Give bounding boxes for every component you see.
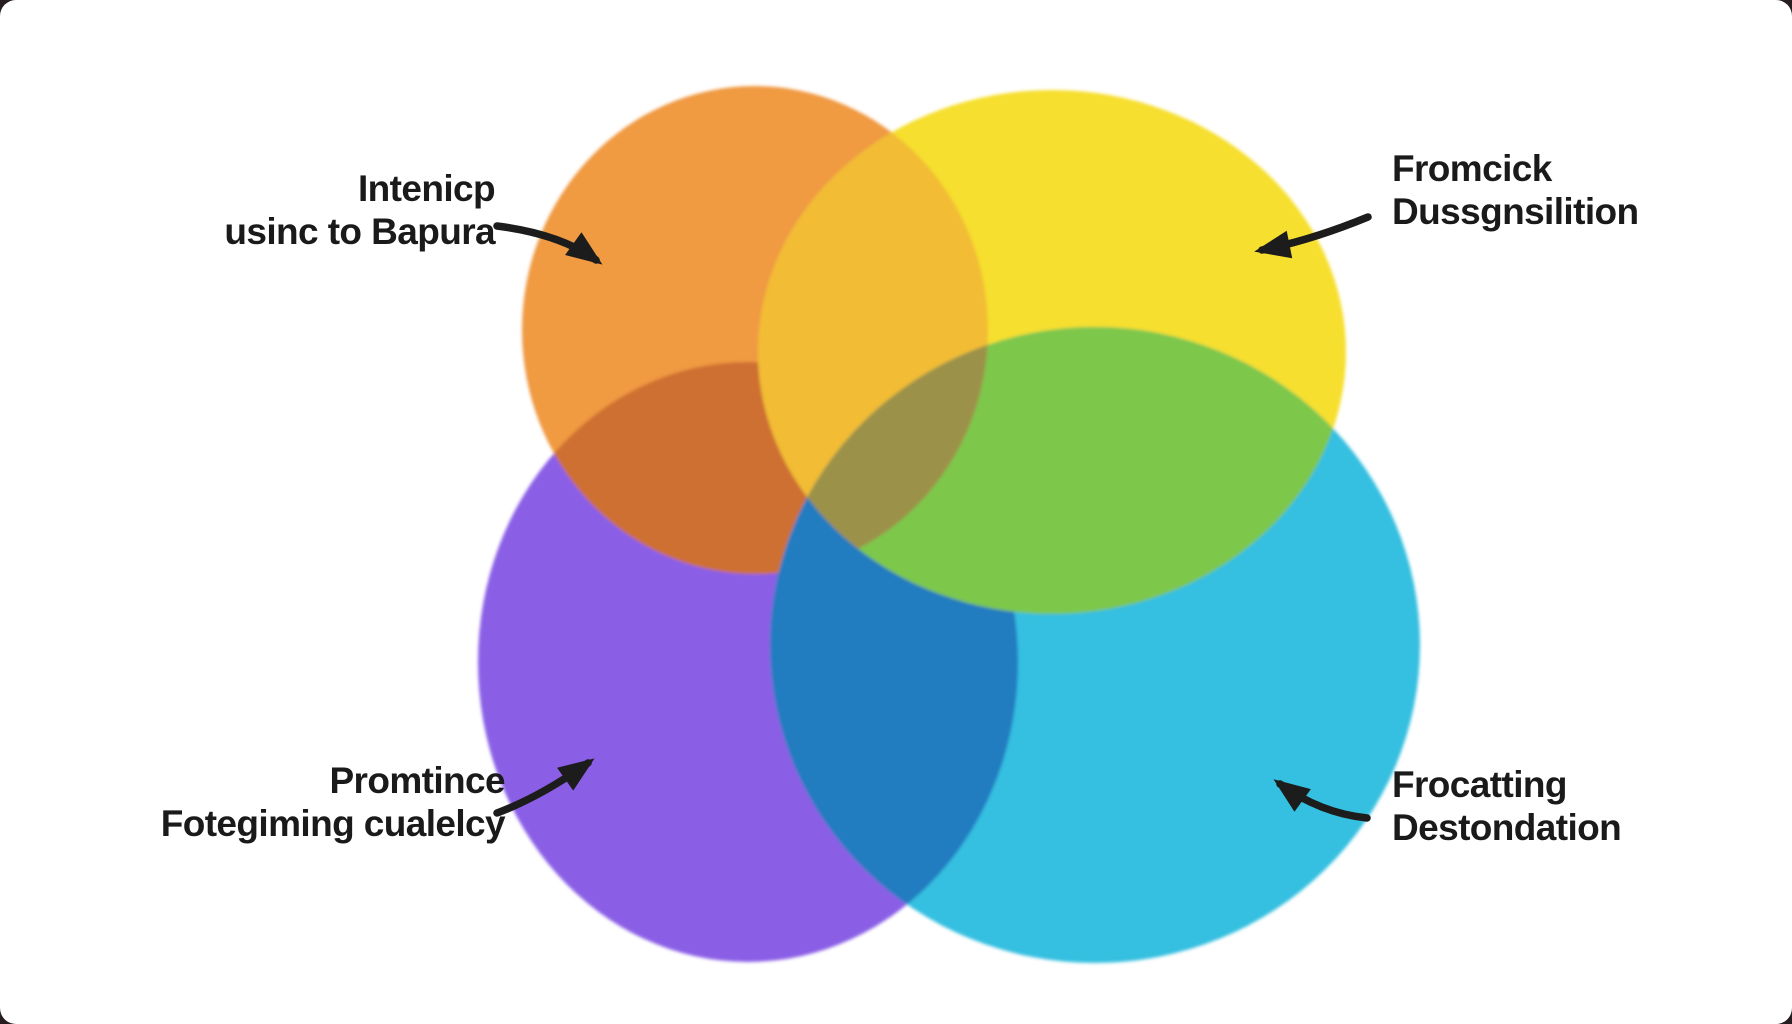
overlap-orange-yellow-cyan xyxy=(770,327,988,574)
label-bottom-right-line1: Frocatting xyxy=(1392,764,1567,805)
label-top-right-line2: Dussgnsilition xyxy=(1392,190,1639,232)
label-top-left-line1: Intenicp xyxy=(357,168,496,209)
label-top-right: Fromcick Dussgnsilition xyxy=(1392,148,1639,234)
arrow-bottom-left xyxy=(493,758,595,817)
arrow-top-left xyxy=(493,222,603,265)
label-bottom-right: Frocatting Destondation xyxy=(1392,764,1622,850)
label-top-left-line2: usinc to Bapura xyxy=(224,210,495,252)
label-top-left: Intenicp usinc to Bapura xyxy=(224,168,495,254)
arrow-top-right xyxy=(1254,213,1372,259)
label-top-right-line1: Fromcick xyxy=(1392,148,1552,189)
label-bottom-left-line1: Promtince xyxy=(329,760,505,801)
label-bottom-left-line2: Fotegiming cualelcy xyxy=(160,802,506,844)
label-bottom-right-line2: Destondation xyxy=(1392,806,1622,848)
arrow-bottom-right xyxy=(1273,779,1371,822)
label-bottom-left: Promtince Fotegiming cualelcy xyxy=(160,760,506,846)
